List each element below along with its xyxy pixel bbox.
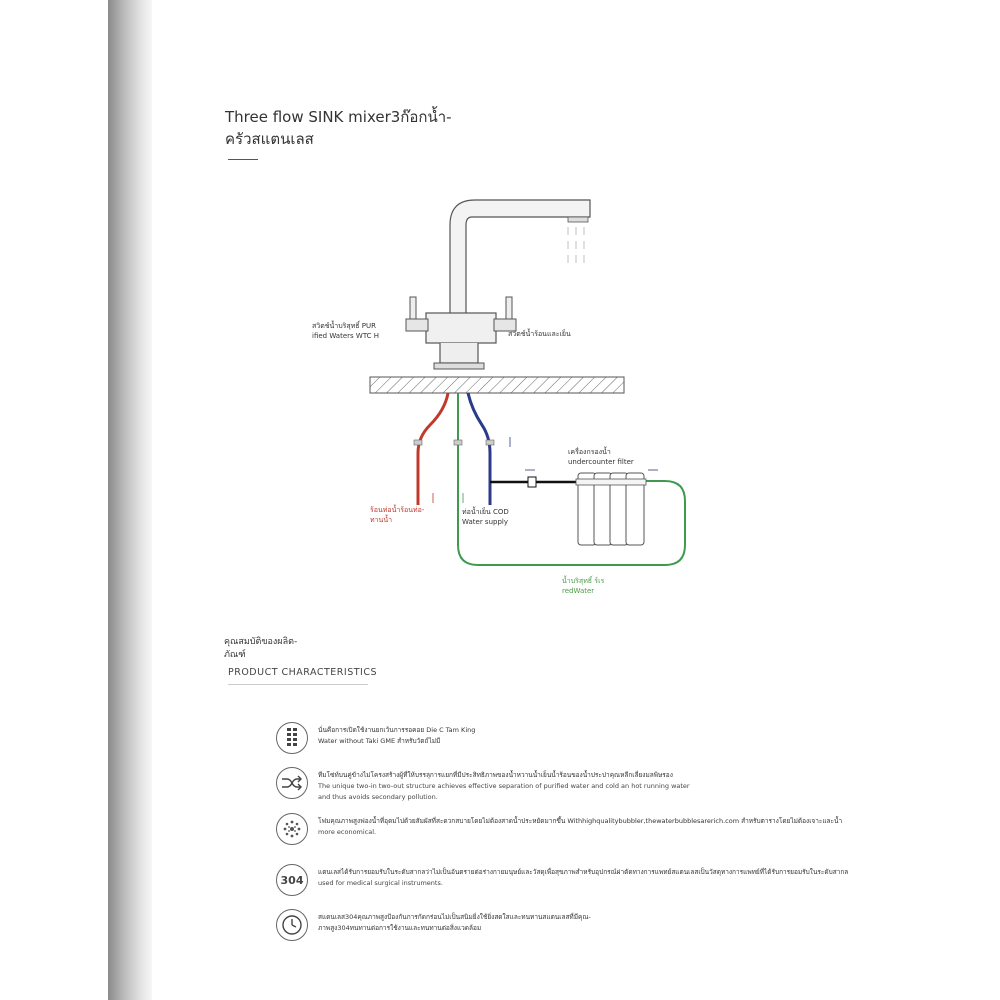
feature-text: โฟมคุณภาพสูงฟองน้ำที่อุดมไปด้วยสัมผัสที่… [318, 816, 842, 838]
label-purified-water: น้ำบริสุทธิ์ ร์เร redWater [562, 576, 604, 596]
left-margin [0, 0, 108, 1000]
dotted-column-icon [276, 722, 308, 754]
undercounter-filter-unit [575, 472, 647, 546]
label-cold-water-pipe: ท่อน้ำเย็น COD Water supply [462, 507, 509, 527]
hot-water-pipe [416, 392, 450, 505]
section-underline [228, 684, 368, 685]
crossing-arrows-icon [276, 767, 308, 799]
label-hot-line-2: ทานน้ำ [370, 516, 393, 524]
title-underline [228, 159, 258, 160]
cold-pipe-fitting [485, 439, 495, 446]
title-line-1: Three flow SINK mixer3ก๊อกน้ำ- [225, 108, 452, 126]
direction-arrows [432, 437, 658, 503]
label-hot-water-pipe: ร้อนท่อน้ำร้อนท่อ- ทานน้ำ [370, 505, 424, 525]
section-title-en: PRODUCT CHARACTERISTICS [228, 667, 377, 678]
feature-text: ทีมโซ่ท์บนคู่ข้างไม่โครงสร้างผู้ที่ให้บร… [318, 770, 690, 803]
label-hot-cold-switch: สวิตช์น้ำร้อนและเย็น [508, 330, 571, 338]
steel-304-badge: 304 [280, 873, 304, 887]
feature-line-2: Water without Taki GME สำหรับวัตถ์ไม่มี [318, 737, 441, 745]
left-handle-base [405, 318, 429, 332]
label-purified-switch-th: สวิตช์น้ำบริสุทธิ์ PUR [312, 322, 377, 330]
feature-text: สแตนเลส304คุณภาพสูงป้องกันการกัดกร่อนไม่… [318, 912, 591, 934]
spout-tip [567, 216, 589, 223]
section-title-th: คุณสมบัติของผลิต- ภัณฑ์ [224, 636, 297, 662]
clock-icon [276, 909, 308, 941]
water-flow-arrows [567, 227, 585, 263]
label-pure-line-2: redWater [562, 587, 595, 595]
countertop [369, 376, 625, 394]
faucet-body [425, 312, 497, 344]
feature-text: นั่นคือการเปิดใช้งานยกเว้นการรอคอย Die C… [318, 725, 475, 747]
feature-line-1: ทีมโซ่ท์บนคู่ข้างไม่โครงสร้างผู้ที่ให้บร… [318, 771, 673, 779]
page-title: Three flow SINK mixer3ก๊อกน้ำ- ครัวสแตนเ… [225, 106, 452, 150]
section-title-th-line-2: ภัณฑ์ [224, 650, 246, 660]
label-hot-line-1: ร้อนท่อน้ำร้อนท่อ- [370, 506, 425, 514]
label-cold-line-2: Water supply [462, 518, 508, 526]
feature-line-2: more economical. [318, 828, 377, 836]
faucet-spout [449, 199, 591, 316]
feature-line-1: นั่นคือการเปิดใช้งานยกเว้นการรอคอย Die C… [318, 726, 476, 734]
hot-pipe-fitting [413, 439, 423, 446]
filter-valve [527, 476, 537, 488]
feature-line-1: สแตนเลส304คุณภาพสูงป้องกันการกัดกร่อนไม่… [318, 913, 591, 921]
pure-pipe-fitting [453, 439, 463, 446]
label-cold-line-1: ท่อน้ำเย็น COD [462, 508, 509, 516]
purified-water-pipe [457, 393, 686, 566]
section-title-th-line-1: คุณสมบัติของผลิต- [224, 637, 298, 647]
feature-text: แตนเลสได้รับการยอมรับในระดับสากลว่าไม่เป… [318, 867, 848, 889]
steel-304-icon: 304 [276, 864, 308, 896]
faucet-diagram-svg [369, 199, 686, 566]
label-undercounter-filter: เครื่องกรองน้ำ undercounter filter [568, 447, 634, 467]
label-filter-line-2: undercounter filter [568, 458, 634, 466]
title-line-2: ครัวสแตนเลส [225, 130, 314, 148]
faucet-neck [439, 343, 479, 364]
right-handle-base [493, 318, 517, 332]
feature-line-2: The unique two-in two-out structure achi… [318, 782, 690, 790]
feature-line-1: โฟมคุณภาพสูงฟองน้ำที่อุดมไปด้วยสัมผัสที่… [318, 817, 843, 825]
label-purified-switch-en: ified Waters WTC H [312, 332, 380, 340]
feature-line-3: and thus avoids secondary pollution. [318, 793, 438, 801]
label-pure-line-1: น้ำบริสุทธิ์ ร์เร [562, 577, 605, 585]
page-spine-shadow [108, 0, 152, 1000]
feature-line-2: ภาพสูง304ทนทานต่อการใช้งานและทนทานต่อสิ่… [318, 924, 482, 932]
label-filter-line-1: เครื่องกรองน้ำ [568, 448, 611, 456]
feature-line-1: แตนเลสได้รับการยอมรับในระดับสากลว่าไม่เป… [318, 868, 849, 876]
feature-line-2: used for medical surgical instruments. [318, 879, 443, 887]
faucet-flange [433, 362, 485, 370]
label-purified-switch: สวิตช์น้ำบริสุทธิ์ PUR ified Waters WTC … [312, 321, 379, 341]
bubble-aerator-icon [276, 813, 308, 845]
cold-water-pipe [466, 392, 492, 505]
faucet-installation-diagram: สวิตช์น้ำบริสุทธิ์ PUR ified Waters WTC … [300, 185, 700, 605]
